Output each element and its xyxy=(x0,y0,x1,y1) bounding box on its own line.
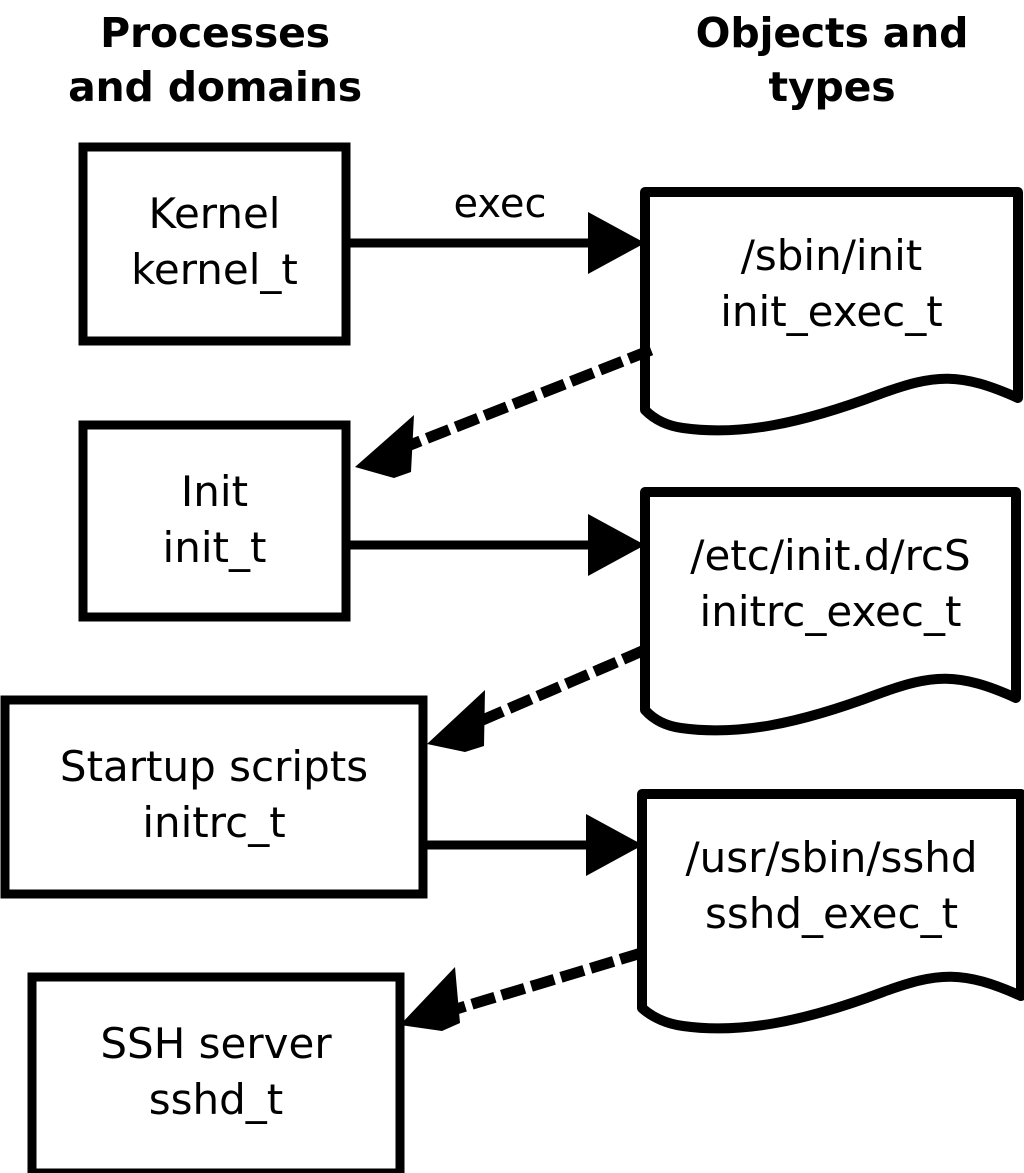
node-sshd-box[interactable] xyxy=(27,972,405,1173)
column-header-processes: Processes and domains xyxy=(68,9,362,111)
node-init-box[interactable] xyxy=(78,420,351,622)
edge-transition-init xyxy=(355,344,654,478)
node-initrc-box[interactable] xyxy=(0,695,428,899)
column-header-objects: Objects and types xyxy=(695,9,969,111)
edge-label-exec: exec xyxy=(453,181,547,227)
edge-transition-sshd xyxy=(400,947,645,1031)
edge-exec-kernel-init xyxy=(346,212,645,274)
edge-exec-init-initrc xyxy=(346,514,645,576)
node-kernel-box[interactable] xyxy=(78,142,351,346)
node-sshd-exec-doc[interactable] xyxy=(637,789,1024,1034)
node-init-exec-doc[interactable] xyxy=(640,187,1023,436)
node-initrc-exec-doc[interactable] xyxy=(640,487,1021,736)
edge-transition-initrc xyxy=(427,644,648,752)
edge-exec-initrc-sshd xyxy=(423,814,643,876)
